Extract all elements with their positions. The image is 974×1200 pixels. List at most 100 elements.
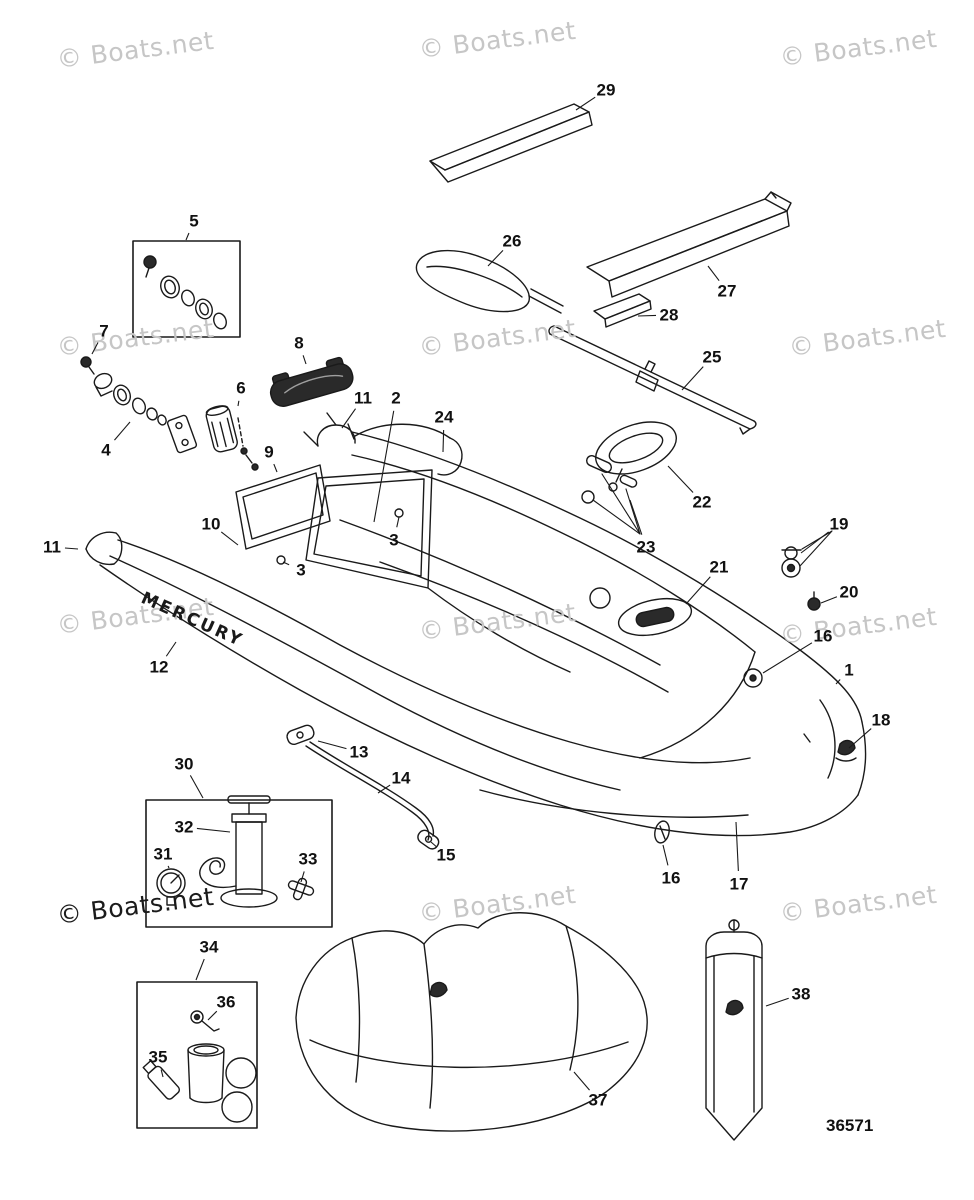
- callout-35: 35: [149, 1048, 168, 1067]
- watermark: © Boats.net: [55, 26, 215, 74]
- callout-17: 17: [730, 875, 749, 894]
- leader-line: [282, 561, 290, 566]
- leader-line: [160, 1069, 164, 1078]
- callout-16: 16: [814, 627, 833, 646]
- part-transom: [276, 412, 463, 589]
- part-carry-bag: [705, 919, 763, 1141]
- watermark: © Boats.net: [778, 602, 938, 650]
- leader-line: [220, 531, 239, 546]
- part-grab-handle: [269, 356, 354, 407]
- leader-line: [195, 958, 205, 981]
- leader-line: [165, 641, 177, 657]
- leader-line: [765, 997, 789, 1007]
- part-rope-handle: [286, 724, 440, 850]
- callout-26: 26: [503, 232, 522, 251]
- callout-24: 24: [435, 408, 454, 427]
- callout-16: 16: [662, 869, 681, 888]
- leader-line: [575, 96, 596, 111]
- callout-25: 25: [703, 348, 722, 367]
- part-pulley: [781, 530, 833, 578]
- callout-36: 36: [217, 993, 236, 1012]
- callout-11: 11: [354, 389, 372, 408]
- watermark: © Boats.net: [778, 880, 938, 928]
- part-floor-panel: [586, 191, 792, 298]
- leader-line: [800, 531, 829, 554]
- leader-line: [373, 410, 395, 523]
- watermark: © Boats.net: [417, 314, 577, 362]
- callout-13: 13: [350, 743, 369, 762]
- callout-5: 5: [189, 212, 198, 231]
- leader-line: [273, 463, 278, 473]
- leader-line: [377, 784, 391, 794]
- leader-line: [685, 576, 711, 605]
- part-ring: [807, 591, 821, 611]
- leader-line: [762, 642, 813, 674]
- callout-6: 6: [236, 379, 245, 398]
- callout-38: 38: [792, 985, 811, 1004]
- leader-line: [317, 740, 347, 750]
- callout-15: 15: [437, 846, 456, 865]
- callout-28: 28: [660, 306, 679, 325]
- diagram-number: 36571: [826, 1116, 873, 1135]
- leader-line: [114, 421, 131, 441]
- leader-line: [848, 728, 872, 749]
- callout-33: 33: [299, 850, 318, 869]
- part-hull: [85, 431, 867, 844]
- callout-37: 37: [589, 1091, 608, 1110]
- leader-line: [207, 1010, 218, 1021]
- callout-7: 7: [99, 322, 108, 341]
- leader-line: [64, 547, 79, 550]
- part-small-panel: [593, 293, 652, 328]
- leader-line: [735, 821, 739, 872]
- callout-20: 20: [840, 583, 859, 602]
- watermark: © Boats.net: [417, 16, 577, 64]
- callout-22: 22: [693, 493, 712, 512]
- watermark: © Boats.net: [778, 24, 938, 72]
- leader-line: [196, 827, 231, 833]
- part-top-slat: [429, 103, 593, 183]
- leader-line: [629, 499, 643, 535]
- leader-line: [442, 429, 445, 453]
- callout-31: 31: [154, 845, 173, 864]
- watermarks-layer: © Boats.net © Boats.net © Boats.net © Boats…: [55, 16, 947, 930]
- leader-line: [189, 775, 204, 799]
- callout-23: 23: [637, 538, 656, 557]
- part-oar-blade: [415, 249, 564, 314]
- callout-1: 1: [844, 661, 853, 680]
- callout-3: 3: [389, 531, 398, 550]
- leader-line: [302, 355, 307, 365]
- callout-27: 27: [718, 282, 737, 301]
- callout-30: 30: [175, 755, 194, 774]
- part-side-board: [235, 464, 331, 550]
- leader-line: [835, 679, 841, 685]
- callout-4: 4: [101, 441, 111, 460]
- leader-line: [300, 871, 305, 883]
- callout-29: 29: [597, 81, 616, 100]
- callout-19: 19: [830, 515, 849, 534]
- part-pins: [581, 455, 641, 535]
- leader-line: [681, 366, 704, 391]
- callout-3: 3: [296, 561, 305, 580]
- leader-line: [430, 841, 437, 847]
- leader-line: [662, 844, 669, 866]
- callout-11: 11: [43, 538, 61, 557]
- callout-14: 14: [392, 769, 411, 788]
- watermark: © Boats.net: [55, 314, 215, 362]
- leader-line: [167, 865, 170, 869]
- callout-18: 18: [872, 711, 891, 730]
- part-repair-kit-box: [136, 981, 258, 1129]
- leader-line: [341, 408, 356, 429]
- leader-line: [637, 314, 657, 317]
- leader-line: [396, 516, 400, 528]
- leader-line: [185, 232, 190, 241]
- callout-9: 9: [264, 443, 273, 462]
- part-oar-shaft: [548, 325, 757, 435]
- leader-line: [573, 1071, 590, 1091]
- callout-12: 12: [150, 658, 169, 677]
- part-valve-assembly: [80, 356, 259, 471]
- part-valve-kit-box: [132, 240, 241, 338]
- callout-34: 34: [200, 938, 219, 957]
